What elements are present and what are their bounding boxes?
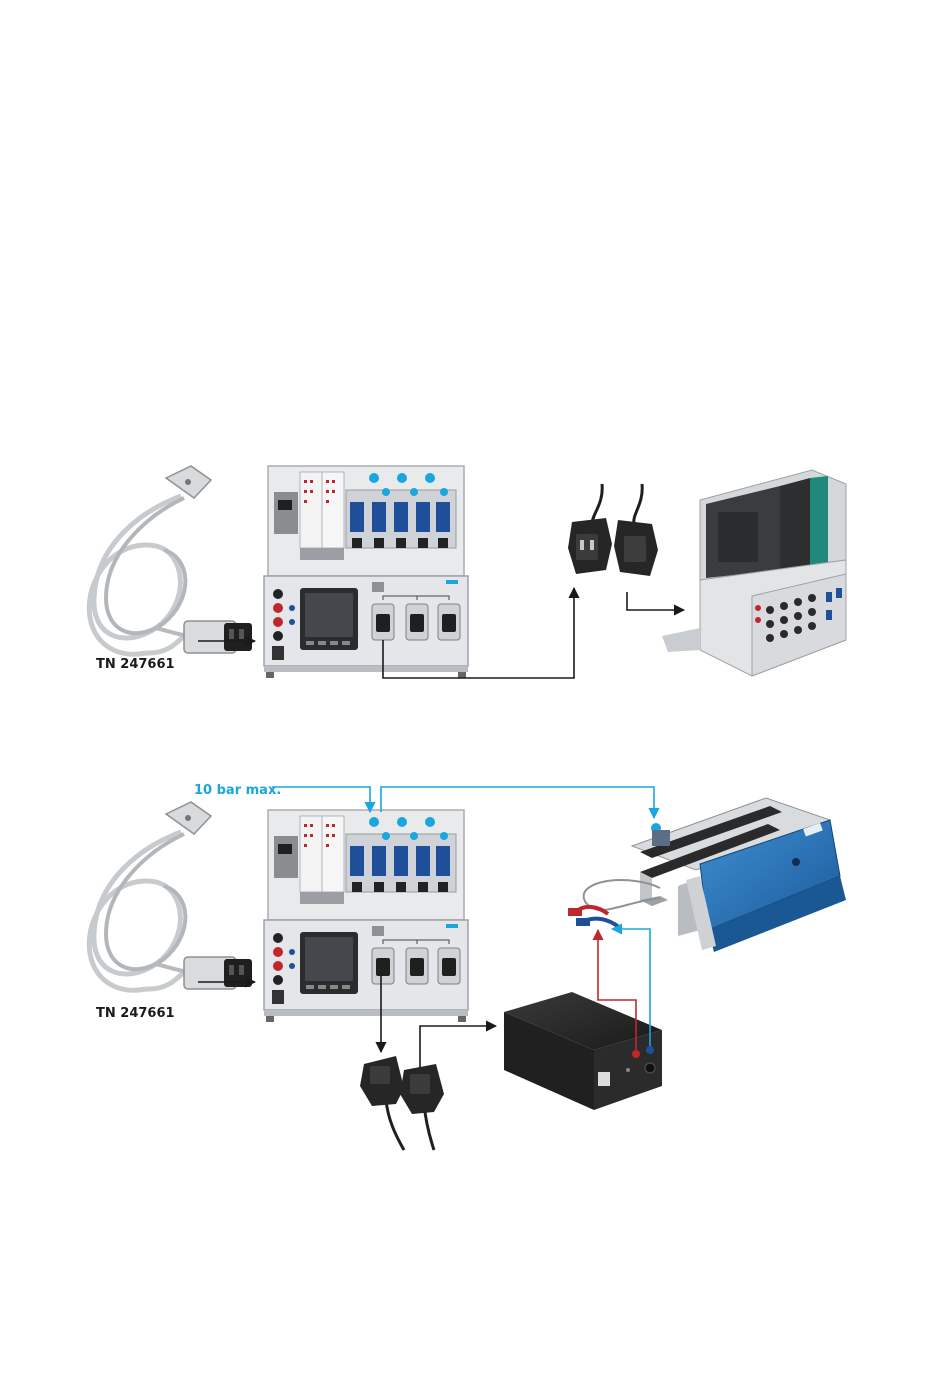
cable-label-2: TN 247661 (96, 1006, 175, 1021)
diagram-2: TN 247661 10 bar max. (89, 783, 846, 1150)
power-cable-1 (89, 466, 252, 654)
arrow-iec-to-psu (420, 1026, 496, 1068)
arrow-pressure-inlet (272, 787, 370, 812)
power-cable-2 (89, 802, 252, 990)
control-panel-station-1 (264, 466, 468, 678)
cable-label-1: TN 247661 (96, 657, 175, 672)
plc-station (662, 470, 846, 676)
conveyor-module (568, 798, 846, 952)
power-supply-unit (504, 992, 662, 1110)
diagram-1: TN 247661 (89, 466, 846, 678)
arrow-iec-to-plc (627, 592, 684, 610)
pressure-label: 10 bar max. (194, 783, 281, 798)
iec-cable-pair-1 (568, 484, 658, 576)
iec-cable-pair-2 (360, 1056, 444, 1150)
control-panel-station-2 (264, 810, 468, 1022)
